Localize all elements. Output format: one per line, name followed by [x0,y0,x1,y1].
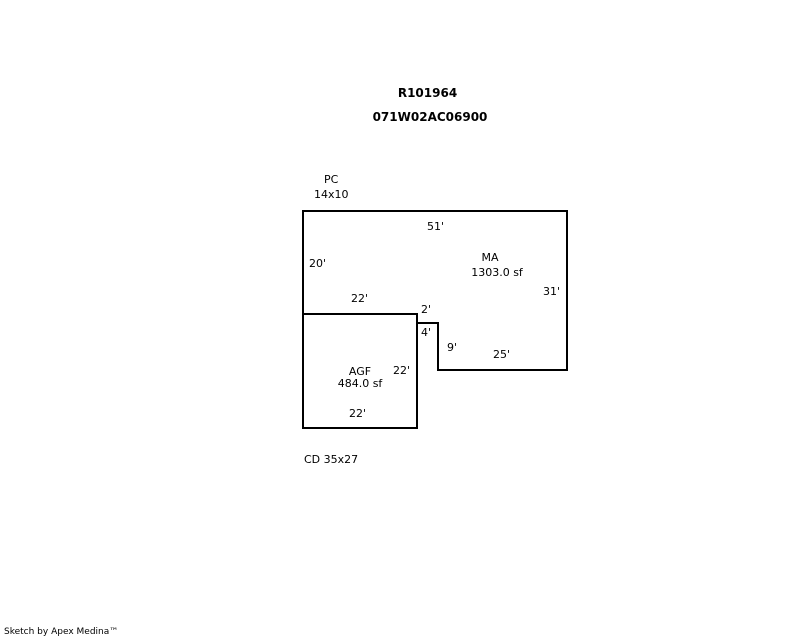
account-number: R101964 [397,86,458,100]
dim-ma-top: 51' [427,220,445,233]
agf-area: 484.0 sf [337,377,383,390]
dim-ma-agf-top: 22' [351,292,369,305]
cd-note: CD 35x27 [304,453,359,466]
ma-code: MA [481,251,499,264]
footer-credit: Sketch by Apex Medina™ [4,627,119,637]
agf-outline [302,313,418,429]
pc-size: 14x10 [314,188,349,201]
dim-agf-bottom: 22' [349,407,367,420]
agf-code: AGF [348,365,372,378]
dim-agf-right: 22' [393,364,411,377]
ma-area: 1303.0 sf [471,266,523,279]
dim-ma-left: 20' [309,257,327,270]
dim-ma-step: 9' [447,341,458,354]
dim-ma-bottom: 25' [493,348,511,361]
pc-label: PC [324,173,339,186]
dim-notch-top: 2' [421,303,432,316]
dim-notch-side: 4' [421,326,432,339]
dim-ma-right: 31' [543,285,561,298]
map-taxlot: 071W02AC06900 [372,110,488,124]
ma-outline [302,210,568,371]
